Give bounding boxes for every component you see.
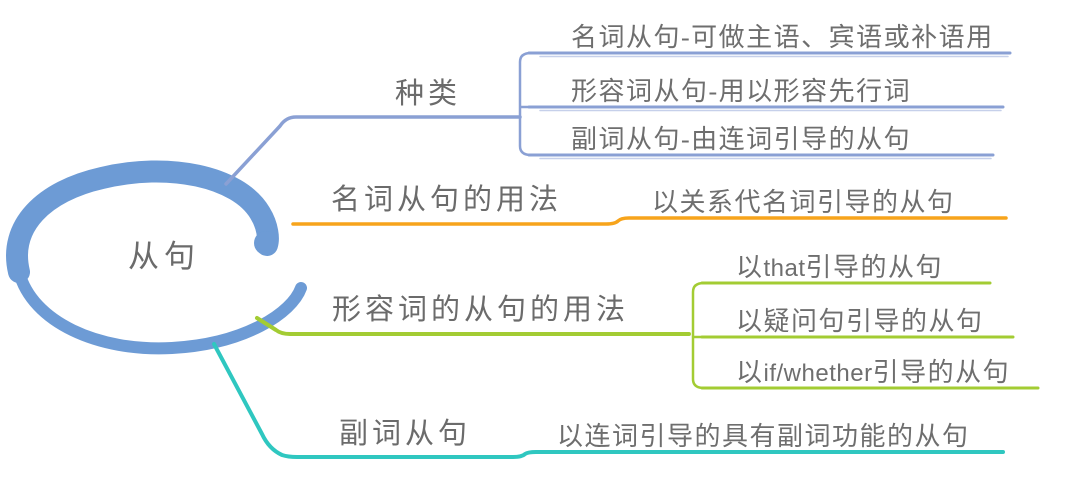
subtopic-if-whether-clause-post: 引导的从句 xyxy=(872,358,1011,387)
branch-1-child-underline-echo xyxy=(539,55,1009,160)
subtopic-that-clause[interactable]: 以that引导的从句 xyxy=(736,253,943,283)
branch-1-line xyxy=(224,115,522,186)
branch-1-bracket xyxy=(518,51,533,157)
main-topic-adverb-clause[interactable]: 副词从句 xyxy=(339,418,472,450)
branch-2-line xyxy=(291,216,1008,226)
central-topic[interactable]: 从句 xyxy=(128,239,200,274)
subtopic-if-whether-clause-latin: if/whether xyxy=(763,360,873,387)
branch-4-line xyxy=(212,342,1005,459)
central-ellipse-stroke-thin xyxy=(13,266,307,355)
central-ellipse-brush-end xyxy=(254,231,278,255)
subtopic-relative-pronoun-clause[interactable]: 以关系代名词引导的从句 xyxy=(652,188,955,217)
main-topic-noun-clause-usage[interactable]: 名词从句的用法 xyxy=(331,184,563,216)
subtopic-question-clause[interactable]: 以疑问句引导的从句 xyxy=(736,307,984,336)
subtopic-if-whether-clause[interactable]: 以if/whether引导的从句 xyxy=(736,358,1010,388)
subtopic-adverb-clause-role[interactable]: 副词从句-由连词引导的从句 xyxy=(571,125,912,154)
main-topic-adjective-clause-usage[interactable]: 形容词的从句的用法 xyxy=(332,294,630,326)
subtopic-that-clause-pre: 以 xyxy=(736,253,764,282)
subtopic-that-clause-post: 引导的从句 xyxy=(805,253,944,282)
central-ellipse-stroke-thick xyxy=(6,160,279,283)
subtopic-that-clause-latin: that xyxy=(763,255,806,282)
main-topic-types[interactable]: 种类 xyxy=(395,78,462,110)
subtopic-conjunction-adverbial-clause[interactable]: 以连词引导的具有副词功能的从句 xyxy=(557,422,970,451)
subtopic-adjective-clause-role[interactable]: 形容词从句-用以形容先行词 xyxy=(571,77,912,106)
subtopic-if-whether-clause-pre: 以 xyxy=(736,358,764,387)
subtopic-noun-clause-role[interactable]: 名词从句-可做主语、宾语或补语用 xyxy=(571,23,994,52)
branch-3-line xyxy=(255,316,691,336)
